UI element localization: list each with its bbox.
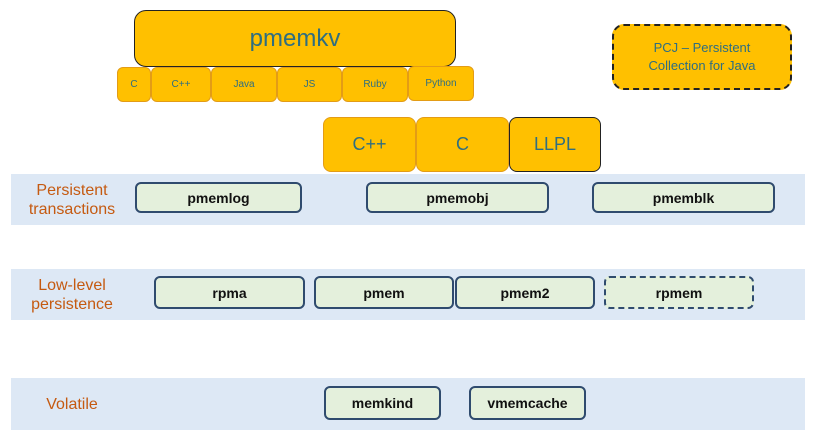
layer-label-line-1: Volatile bbox=[46, 395, 98, 413]
lib-pmemlog[interactable]: pmemlog bbox=[135, 182, 302, 213]
lib-label: memkind bbox=[351, 395, 414, 411]
lang-label: Python bbox=[425, 78, 457, 89]
lib-label: vmemcache bbox=[487, 395, 568, 411]
lib-label: pmemblk bbox=[652, 189, 715, 206]
lang-label: Java bbox=[233, 79, 255, 90]
pmemkv-lang-cpp[interactable]: C++ bbox=[151, 67, 211, 102]
pmemkv-lang-java[interactable]: Java bbox=[211, 67, 277, 102]
lib-pmemblk[interactable]: pmemblk bbox=[592, 182, 775, 213]
lib-label: rpmem bbox=[655, 284, 703, 301]
layer-label: Persistent transactions bbox=[11, 176, 133, 224]
lib-memkind[interactable]: memkind bbox=[324, 386, 441, 420]
binding-llpl[interactable]: LLPL bbox=[509, 117, 601, 172]
lib-pmemobj[interactable]: pmemobj bbox=[366, 182, 549, 213]
pcj-box[interactable]: PCJ – Persistent Collection for Java bbox=[612, 24, 792, 90]
lib-vmemcache[interactable]: vmemcache bbox=[469, 386, 586, 420]
lang-label: JS bbox=[303, 79, 316, 90]
binding-label: C++ bbox=[352, 134, 387, 154]
pcj-line-1: PCJ – Persistent bbox=[653, 40, 751, 55]
pmemkv-lang-python[interactable]: Python bbox=[408, 66, 474, 101]
binding-label: C bbox=[456, 134, 469, 154]
binding-cpp[interactable]: C++ bbox=[323, 117, 416, 172]
layer-label-line-1: Persistent bbox=[36, 182, 108, 199]
lib-pmem[interactable]: pmem bbox=[314, 276, 454, 309]
binding-label: LLPL bbox=[533, 134, 577, 154]
lib-rpmem[interactable]: rpmem bbox=[604, 276, 754, 309]
lib-label: pmem bbox=[363, 284, 405, 301]
layer-label-line-2: transactions bbox=[28, 201, 116, 218]
lib-label: pmem2 bbox=[500, 284, 550, 301]
lib-label: rpma bbox=[212, 284, 247, 301]
lang-label: Ruby bbox=[363, 79, 387, 90]
lang-label: C bbox=[130, 79, 138, 90]
layer-label-line-2: persistence bbox=[31, 296, 113, 313]
lang-label: C++ bbox=[171, 79, 191, 90]
pmemkv-title: pmemkv bbox=[249, 24, 341, 52]
pcj-line-2: Collection for Java bbox=[648, 58, 756, 73]
lib-rpma[interactable]: rpma bbox=[154, 276, 305, 309]
lib-label: pmemlog bbox=[187, 189, 250, 206]
binding-c[interactable]: C bbox=[416, 117, 509, 172]
pmemkv-lang-ruby[interactable]: Ruby bbox=[342, 67, 408, 102]
layer-label-line-1: Low-level bbox=[38, 277, 106, 294]
pmemkv-lang-js[interactable]: JS bbox=[277, 67, 342, 102]
pmemkv-lang-c[interactable]: C bbox=[117, 67, 151, 102]
layer-label: Low-level persistence bbox=[11, 271, 133, 319]
pmemkv-box[interactable]: pmemkv bbox=[134, 10, 456, 67]
layer-label: Volatile bbox=[11, 380, 133, 428]
lib-label: pmemobj bbox=[426, 189, 489, 206]
lib-pmem2[interactable]: pmem2 bbox=[455, 276, 595, 309]
